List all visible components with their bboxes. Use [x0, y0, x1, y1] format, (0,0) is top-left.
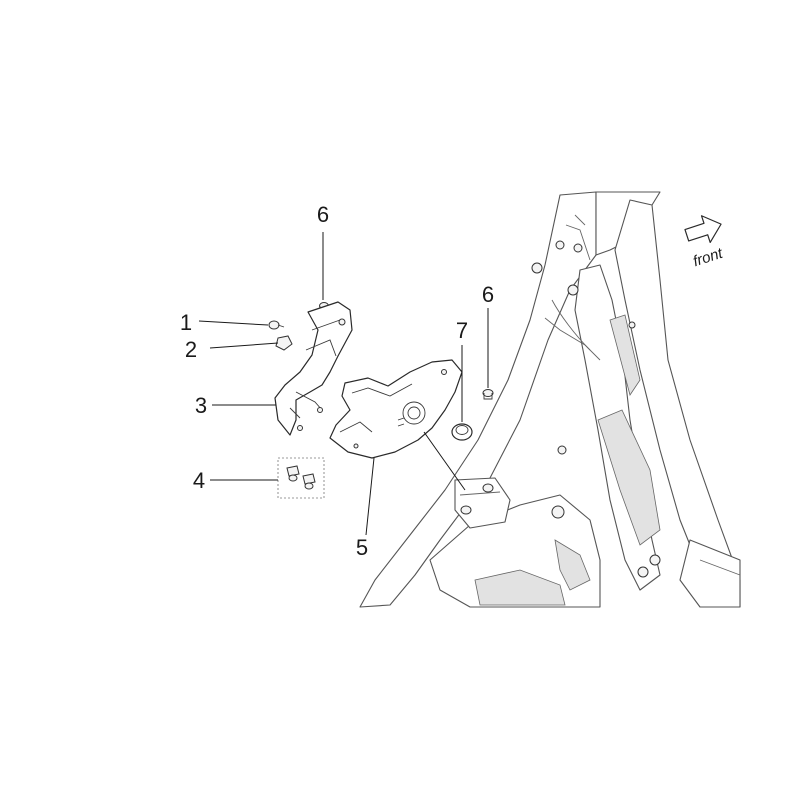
screw-part-1: [268, 320, 285, 330]
callout-5: 5: [356, 535, 368, 560]
cover-part-5: [329, 359, 463, 459]
front-direction-indicator: front: [684, 215, 726, 271]
callout-4: 4: [193, 468, 205, 493]
callout-2: 2: [185, 337, 197, 362]
vehicle-frame: [359, 191, 741, 608]
nut-part-2: [275, 335, 293, 351]
leader-lines: [198, 232, 489, 536]
front-label: front: [691, 245, 726, 271]
callout-7: 7: [456, 318, 468, 343]
arrow-right-icon: [684, 215, 722, 243]
pin-set-part-4: [277, 457, 325, 499]
callout-6-upper: 6: [317, 202, 329, 227]
bolt-part-6-right: [482, 389, 494, 400]
bracket-part-3: [274, 301, 353, 436]
callout-6-right: 6: [482, 282, 494, 307]
callout-1: 1: [180, 310, 192, 335]
callout-3: 3: [195, 393, 207, 418]
grommet-part-7: [451, 423, 473, 441]
